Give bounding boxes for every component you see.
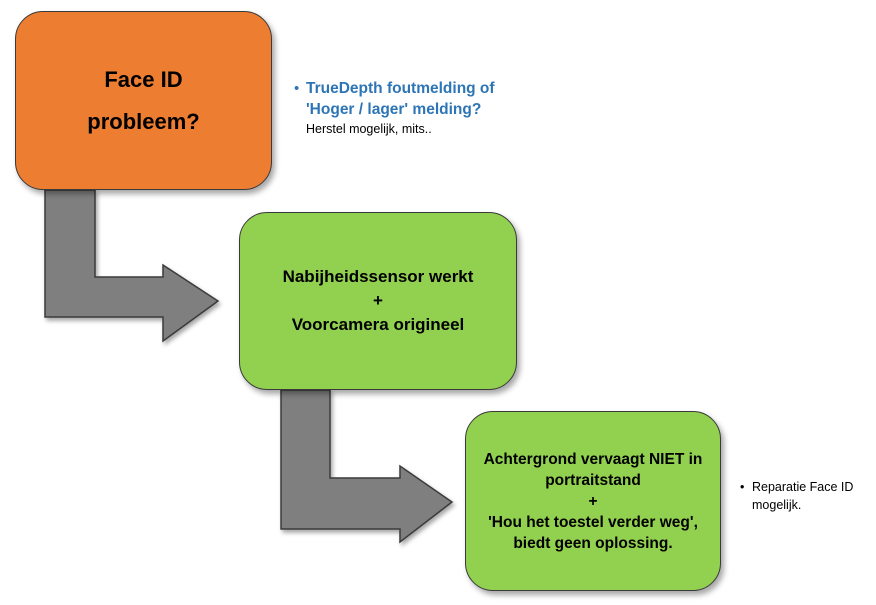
step-1-line-1: Face ID xyxy=(104,66,183,92)
step-face-id-problem: Face ID probleem? xyxy=(15,11,272,190)
note-1-bullet: • xyxy=(294,80,300,97)
bent-arrow-2 xyxy=(280,389,454,544)
step-3-line-1: Achtergrond vervaagt NIET in xyxy=(483,450,703,468)
note-1-line-2: 'Hoger / lager' melding? xyxy=(306,101,482,118)
truedepth-note: • TrueDepth foutmelding of 'Hoger / lage… xyxy=(294,78,495,138)
repair-note: • Reparatie Face ID mogelijk. xyxy=(740,478,853,514)
step-background-blur: Achtergrond vervaagt NIET in portraitsta… xyxy=(465,411,721,591)
note-2-bullet: • xyxy=(740,480,745,494)
step-3-line-3: + xyxy=(588,492,598,510)
step-3-line-2: portraitstand xyxy=(545,471,641,489)
note-2-line-2: mogelijk. xyxy=(752,498,802,512)
bent-arrow-1 xyxy=(44,189,220,343)
step-2-line-2: + xyxy=(373,291,383,310)
step-1-line-2: probleem? xyxy=(87,108,200,134)
step-proximity-sensor: Nabijheidssensor werkt + Voorcamera orig… xyxy=(239,212,517,390)
note-1-line-1: TrueDepth foutmelding of xyxy=(306,80,495,97)
note-1-subtext: Herstel mogelijk, mits.. xyxy=(306,122,432,136)
step-2-line-3: Voorcamera origineel xyxy=(291,315,465,334)
step-3-line-4: 'Hou het toestel verder weg', xyxy=(488,513,698,531)
step-3-line-5: biedt geen oplossing. xyxy=(513,534,673,552)
note-2-line-1: Reparatie Face ID xyxy=(752,480,854,494)
step-2-line-1: Nabijheidssensor werkt xyxy=(282,267,474,286)
